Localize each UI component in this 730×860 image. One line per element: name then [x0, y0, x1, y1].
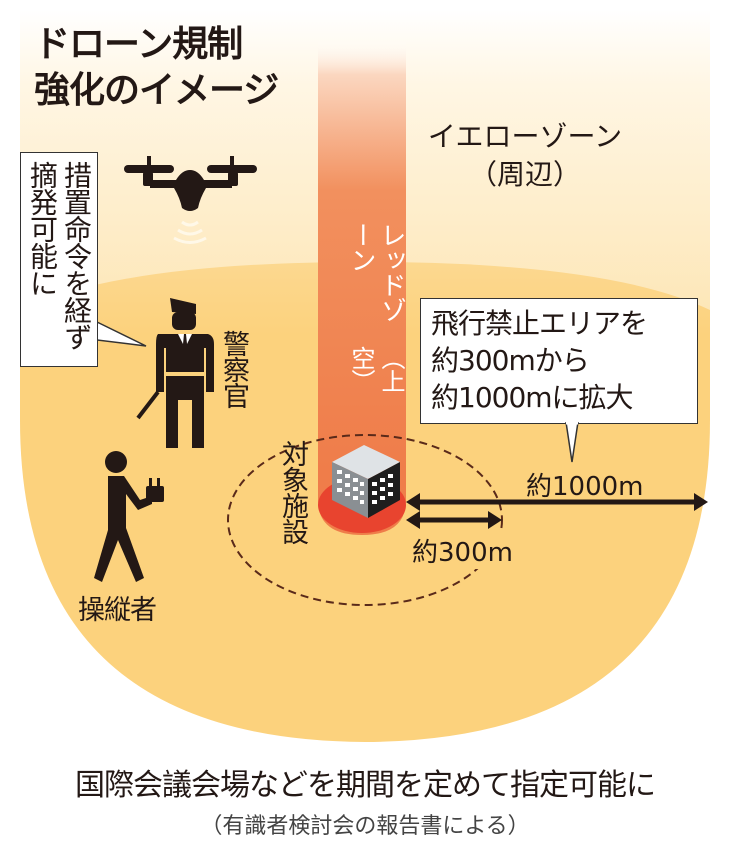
red-zone-column	[318, 40, 406, 470]
facility-label: 対象施設	[277, 440, 308, 544]
callout-right-pointer	[565, 422, 579, 463]
callout-police-authority: 措置命令を経ず 摘発可能に	[20, 152, 98, 367]
arrow-1000m	[406, 493, 708, 511]
title-line-2: 強化のイメージ	[34, 70, 279, 111]
callout-police-col1: 措置命令を経ず	[60, 161, 93, 350]
red-zone-label: レッドゾーン （上空）	[318, 222, 406, 422]
callout-area-line1: 飛行禁止エリアを	[431, 307, 648, 340]
yellow-zone-sub: （周辺）	[468, 158, 581, 191]
callout-area-line2: 約300mから	[431, 344, 590, 377]
title-line-1: ドローン規制	[34, 24, 243, 65]
police-officer-icon	[136, 298, 214, 448]
police-label: 警察官	[218, 330, 249, 408]
drone-operator-icon	[94, 451, 164, 582]
red-zone-sub: （上空）	[347, 345, 405, 392]
red-zone-title: レッドゾーン	[346, 222, 406, 322]
callout-area-line3: 約1000mに拡大	[431, 381, 634, 414]
diagram-caption: 国際会議会場などを期間を定めて指定可能に	[75, 768, 656, 803]
diagram-title: ドローン規制 強化のイメージ	[34, 22, 279, 114]
yellow-zone-title: イエローゾーン	[427, 120, 623, 153]
source-note: （有識者検討会の報告書による）	[200, 814, 530, 839]
signal-waves-icon	[173, 220, 207, 244]
drone-icon	[124, 156, 257, 211]
arrow-300m	[406, 511, 502, 529]
callout-police-col2: 摘発可能に	[26, 161, 59, 296]
yellow-zone-label: イエローゾーン （周辺）	[420, 118, 630, 194]
distance-300m-label: 約300m	[412, 532, 513, 569]
distance-1000m-label: 約1000m	[526, 472, 644, 502]
callout-area-expansion: 飛行禁止エリアを 約300mから 約1000mに拡大	[420, 298, 698, 424]
building-icon	[332, 445, 400, 518]
operator-label: 操縦者	[78, 595, 157, 626]
